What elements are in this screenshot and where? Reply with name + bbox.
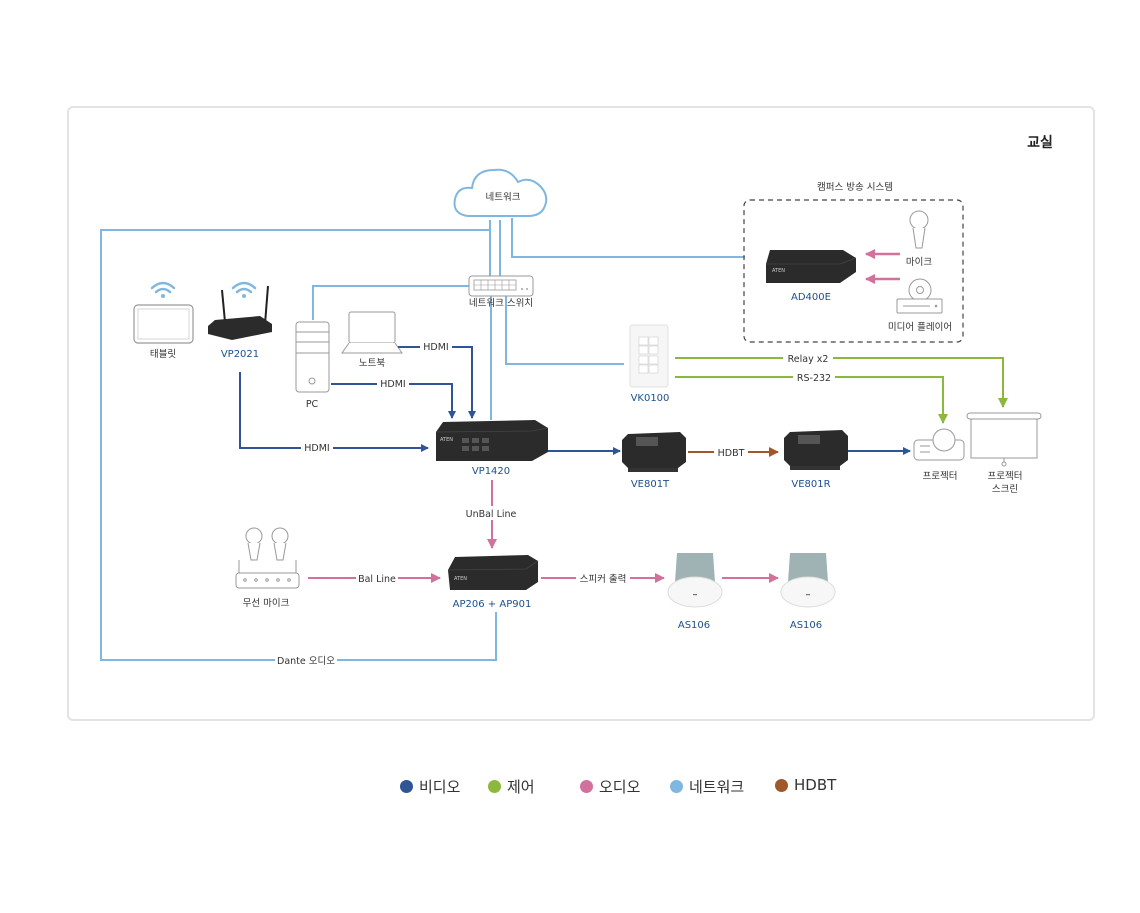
unbal-label: UnBal Line — [466, 509, 517, 520]
cloud-to-ad400e-line — [511, 218, 745, 258]
legend: 비디오 제어 오디오 네트워크 HDBT — [0, 776, 1140, 798]
campus-broadcast-system: 캠퍼스 방송 시스템 ATEN AD400E 마이크 미디어 플레이어 — [743, 181, 964, 343]
mic-label: 마이크 — [906, 257, 932, 268]
pc-label: PC — [306, 399, 319, 410]
room-title: 교실 — [1027, 135, 1053, 151]
vp1420-device: ATEN — [435, 420, 549, 461]
laptop-hdmi-label: HDMI — [423, 342, 448, 353]
video-color-dot — [400, 780, 413, 793]
legend-label: 네트워크 — [689, 778, 745, 796]
svg-text:ATEN: ATEN — [772, 268, 785, 274]
vp1420-label: VP1420 — [472, 466, 510, 477]
rs232-label: RS-232 — [797, 373, 831, 384]
ceiling-speaker-b — [780, 553, 836, 608]
legend-label: 비디오 — [419, 778, 461, 796]
wifi-icon — [150, 281, 176, 298]
legend-label: 오디오 — [599, 778, 641, 796]
legend-item-video: 비디오 — [400, 776, 460, 797]
vp2021-device: VP2021 — [208, 281, 272, 360]
screen-label-line2: 스크린 — [992, 484, 1018, 495]
laptop-label: 노트북 — [359, 358, 385, 369]
legend-item-audio: 오디오 — [580, 776, 640, 797]
svg-text:ATEN: ATEN — [440, 437, 453, 443]
campus-system-label: 캠퍼스 방송 시스템 — [817, 181, 893, 193]
vk0100-device — [629, 324, 669, 388]
hdbt-label: HDBT — [718, 448, 745, 459]
vp2021-hdmi-line — [239, 372, 429, 452]
relay-label: Relay x2 — [788, 354, 829, 365]
legend-item-hdbt: HDBT — [775, 776, 836, 794]
ve801r-device — [784, 430, 848, 470]
microphone-icon — [909, 210, 929, 249]
network-lines — [100, 218, 745, 661]
pc-hdmi-label: HDMI — [380, 379, 405, 390]
control-lines — [675, 357, 1008, 424]
projector-screen-icon — [966, 412, 1042, 467]
pc-hdmi-line — [331, 383, 456, 419]
legend-label: HDBT — [794, 776, 837, 794]
ceiling-speaker-a — [667, 553, 723, 608]
laptop-device — [341, 311, 403, 354]
wireless-mic-label: 무선 마이크 — [243, 598, 290, 609]
wifi-icon — [231, 281, 257, 298]
ve801t-device — [622, 432, 686, 472]
vp2021-hdmi-label: HDMI — [304, 443, 329, 454]
legend-item-control: 제어 — [488, 776, 535, 797]
media-player-label: 미디어 플레이어 — [888, 322, 952, 333]
media-player-icon — [896, 278, 943, 314]
speaker-out-label: 스피커 출력 — [580, 573, 627, 585]
audio-color-dot — [580, 780, 593, 793]
as106-b-label: AS106 — [790, 620, 822, 631]
dante-label: Dante 오디오 — [277, 656, 335, 667]
projector-label: 프로젝터 — [923, 471, 958, 482]
vp2021-label: VP2021 — [221, 349, 259, 360]
legend-label: 제어 — [507, 778, 535, 796]
wireless-mic-icon — [235, 527, 300, 589]
ve801t-label: VE801T — [631, 479, 670, 490]
cloud-label: 네트워크 — [486, 192, 521, 203]
control-color-dot — [488, 780, 501, 793]
network-color-dot — [670, 780, 683, 793]
hdbt-color-dot — [775, 778, 788, 792]
dante-audio-line — [100, 229, 497, 661]
ap206-device: ATEN — [447, 555, 539, 590]
as106-a-label: AS106 — [678, 620, 710, 631]
relay-line — [675, 357, 1008, 408]
switch-to-pc-line — [312, 285, 470, 320]
network-cloud: 네트워크 — [453, 168, 548, 217]
ap206-label: AP206 + AP901 — [453, 599, 532, 610]
screen-label-line1: 프로젝터 — [988, 471, 1023, 482]
ad400e-label: AD400E — [791, 292, 831, 303]
tablet-label: 태블릿 — [150, 348, 176, 360]
bal-label: Bal Line — [358, 574, 396, 585]
svg-text:ATEN: ATEN — [454, 576, 467, 582]
network-switch-label: 네트워크 스위치 — [469, 297, 533, 309]
vk0100-label: VK0100 — [631, 393, 670, 404]
classroom-frame — [67, 106, 1095, 721]
network-switch: 네트워크 스위치 — [468, 275, 534, 309]
ad400e-device: ATEN — [766, 250, 857, 283]
tablet-device: 태블릿 — [133, 281, 194, 360]
legend-item-network: 네트워크 — [670, 776, 744, 797]
ve801r-label: VE801R — [791, 479, 830, 490]
pc-device — [295, 321, 330, 393]
laptop-hdmi-line — [398, 346, 476, 419]
switch-to-vk0100-line — [505, 296, 624, 365]
projector-icon — [913, 428, 965, 461]
rs232-line — [675, 376, 948, 424]
